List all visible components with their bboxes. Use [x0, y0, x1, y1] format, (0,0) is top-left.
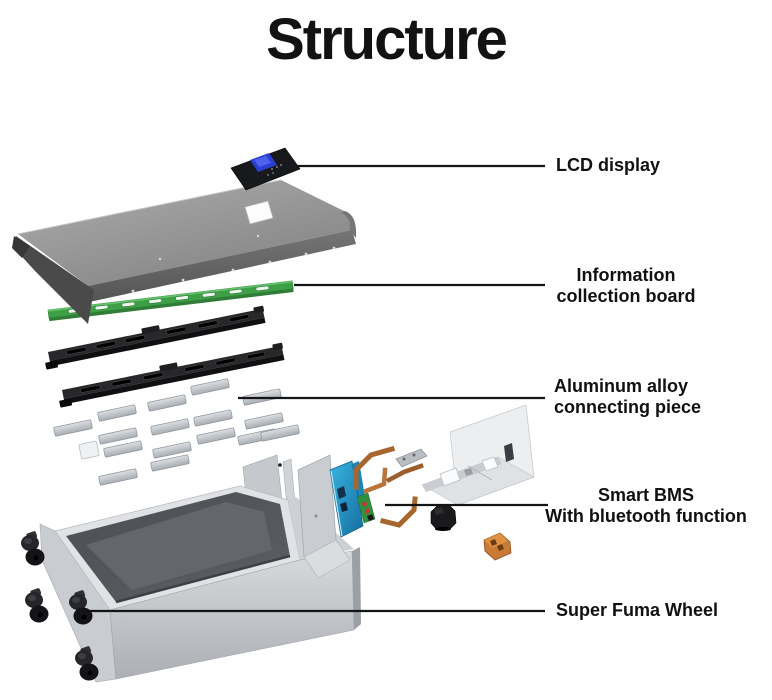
label-line: With bluetooth function: [545, 506, 747, 526]
label-lcd-display: LCD display: [556, 155, 660, 176]
smart-bms-assembly: [297, 404, 535, 579]
caster-wheel: [21, 531, 45, 566]
mounting-rail-1: [45, 305, 266, 370]
board-slots: [68, 285, 270, 314]
label-line: Super Fuma Wheel: [556, 600, 719, 620]
caster-wheel: [69, 590, 93, 625]
page-title: Structure: [266, 7, 508, 72]
label-smart-bms: Smart BMS With bluetooth function: [543, 485, 749, 527]
label-line: collection board: [556, 286, 696, 306]
label-line: LCD display: [556, 155, 661, 175]
aluminum-connecting-pieces: [53, 378, 300, 486]
lcd-display-panel: [230, 147, 301, 191]
label-line: Information: [576, 265, 676, 285]
information-collection-board: [47, 280, 294, 322]
label-information-collection-board: Information collection board: [540, 265, 712, 307]
label-line: connecting piece: [554, 397, 702, 417]
top-cover: [12, 179, 357, 324]
caster-wheels: [21, 531, 99, 681]
label-super-fuma-wheel: Super Fuma Wheel: [556, 600, 718, 621]
caster-wheel: [25, 588, 49, 623]
battery-enclosure: [39, 454, 361, 683]
terminal-bracket: [395, 448, 428, 468]
mounting-rail-2: [59, 342, 285, 408]
label-line: Smart BMS: [597, 485, 695, 505]
bms-mounting-bracket-right: [421, 404, 535, 506]
label-aluminum-alloy-connecting-piece: Aluminum alloy connecting piece: [554, 376, 701, 418]
label-line: Aluminum alloy: [554, 376, 689, 396]
bms-daughter-board: [356, 492, 376, 524]
cover-display-cutout: [244, 200, 274, 225]
lcd-buttons: [267, 164, 282, 176]
cover-rivets: [131, 234, 336, 293]
gasket-plate: [78, 440, 100, 460]
terminal-block-orange: [483, 532, 512, 561]
bms-mounting-bracket-left: [297, 454, 351, 579]
caster-wheel: [75, 646, 99, 681]
leader-lines: [88, 164, 548, 613]
rubber-knob: [430, 504, 457, 531]
